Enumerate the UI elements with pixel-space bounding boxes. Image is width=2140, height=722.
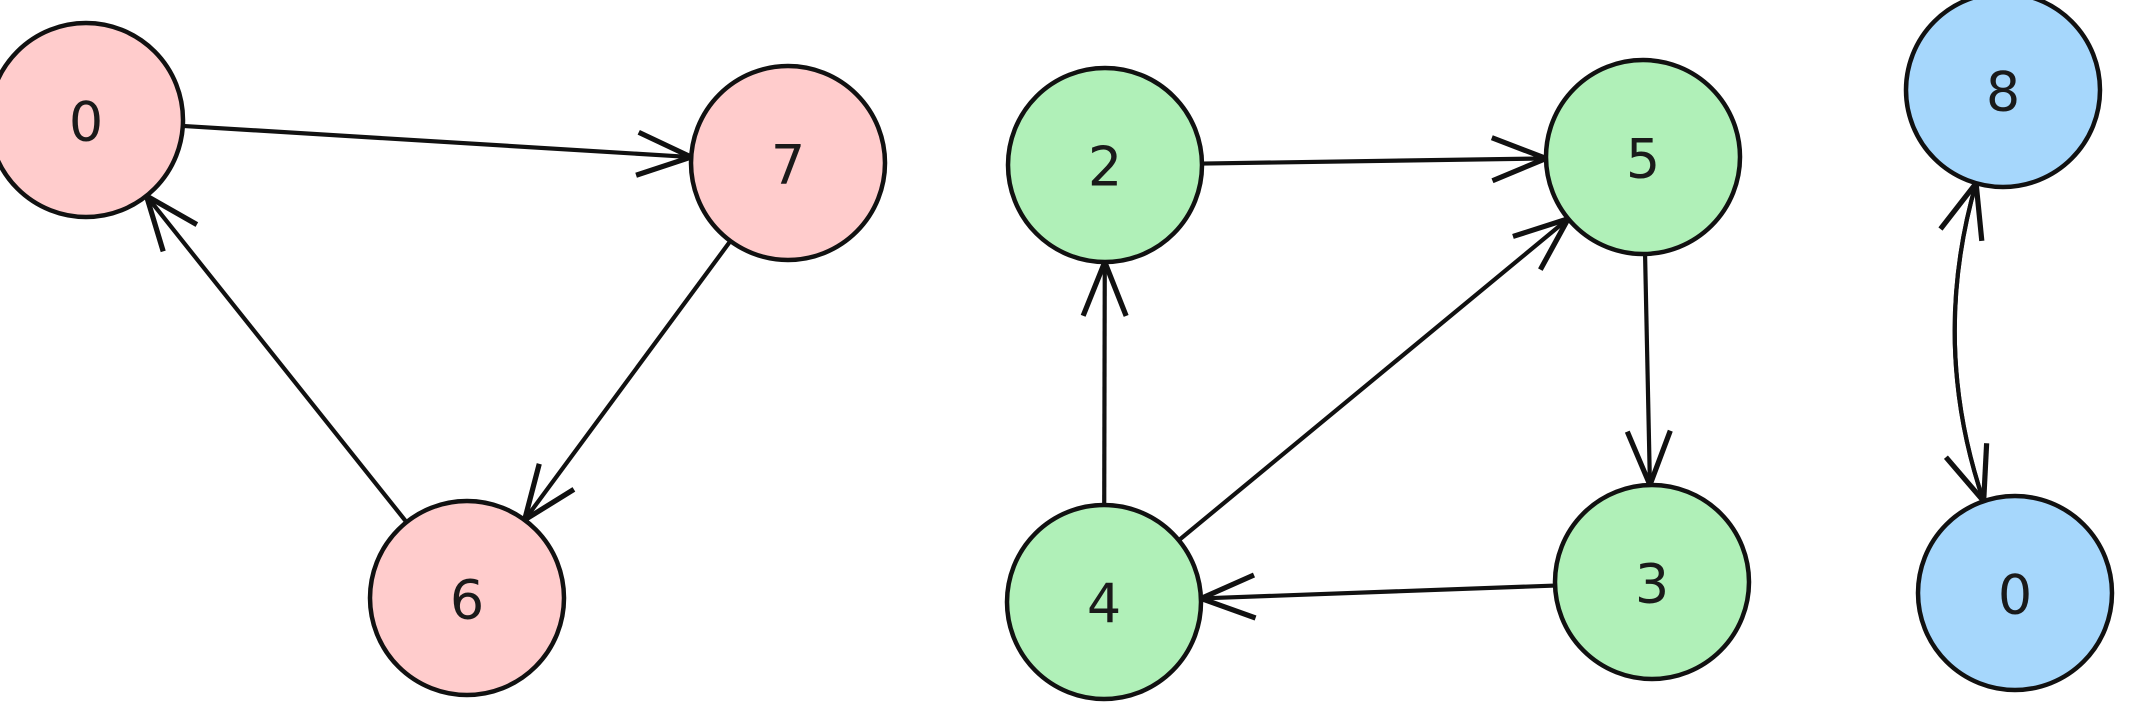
edge-7-to-6-arrowhead-barb-b [523, 487, 576, 523]
node-pink-6[interactable]: 6 [367, 498, 567, 698]
edge-5-to-3-line [1642, 253, 1653, 486]
edge-3-to-4-arrowhead-barb-a [1199, 572, 1256, 601]
edge-3-to-4-arrowhead [1199, 572, 1257, 621]
edge-4-to-5-arrowhead-barb-a [1538, 217, 1571, 271]
edge-5-to-3-arrowhead-barb-b [1647, 429, 1673, 486]
edge-4-to-2-arrowhead-barb-a [1102, 261, 1129, 317]
node-blue-8[interactable]: 8 [1903, 0, 2103, 190]
node-label-8: 8 [1986, 61, 2020, 124]
node-circle-0[interactable] [0, 20, 186, 220]
node-label-4: 4 [1087, 573, 1121, 636]
node-green-5[interactable]: 5 [1543, 57, 1743, 257]
edges-layer [143, 123, 1990, 621]
node-circle-2[interactable] [1005, 65, 1205, 265]
node-pink-0[interactable]: 0 [0, 20, 186, 220]
node-label-0: 0 [69, 91, 103, 154]
edge-6-to-0-line [144, 194, 409, 524]
edge-6-to-0-arrowhead [143, 193, 199, 253]
edge-0-to-8-arrowhead [1938, 181, 1985, 242]
edge-0-to-8-path [1952, 182, 1986, 502]
edge-2-to-5-arrowhead [1490, 135, 1548, 184]
node-circle-5[interactable] [1543, 57, 1743, 257]
edge-5-to-3-arrowhead-barb-a [1624, 430, 1653, 487]
edge-0-to-7-arrowhead-barb-b [637, 129, 693, 160]
edge-4-to-5-line [1177, 217, 1570, 542]
edge-0-to-7-line [182, 123, 692, 160]
edge-2-to-5-arrowhead-barb-b [1490, 135, 1547, 161]
node-green-3[interactable]: 3 [1552, 482, 1752, 682]
edge-4-to-2-line [1102, 261, 1107, 506]
node-blue-0[interactable]: 0 [1915, 493, 2115, 693]
edge-4-to-2-arrowhead [1080, 261, 1129, 317]
edge-3-to-4-arrowhead-barb-b [1200, 596, 1257, 621]
edge-2-to-5-arrowhead-barb-a [1491, 156, 1548, 184]
edge-7-to-6-arrowhead-barb-a [522, 463, 542, 521]
node-pink-7[interactable]: 7 [688, 63, 888, 263]
node-label-5: 5 [1626, 128, 1660, 191]
edge-6-to-0-arrowhead-barb-a [145, 193, 199, 227]
edge-4-to-5-arrowhead-barb-b [1512, 216, 1569, 239]
node-green-2[interactable]: 2 [1005, 65, 1205, 265]
edge-0-to-7-arrowhead-barb-a [635, 154, 692, 178]
node-label-3: 3 [1635, 553, 1669, 616]
node-circle-6[interactable] [367, 498, 567, 698]
node-label-6: 6 [450, 569, 484, 632]
node-circle-0[interactable] [1915, 493, 2115, 693]
edge-0-to-8-arrowhead-barb-b [1938, 181, 1979, 231]
node-circle-4[interactable] [1004, 502, 1204, 702]
edge-2-to-5-line [1201, 156, 1547, 166]
edge-4-to-2-arrowhead-barb-b [1080, 261, 1108, 317]
node-green-4[interactable]: 4 [1004, 502, 1204, 702]
edge-5-to-3-arrowhead [1624, 429, 1673, 487]
node-label-2: 2 [1088, 136, 1122, 199]
edge-8-to-0-arrowhead-barb-a [1943, 455, 1986, 503]
edge-6-to-0-arrowhead-barb-b [143, 195, 166, 253]
edge-8-to-0-arrowhead-barb-b [1981, 443, 1990, 502]
node-label-7: 7 [771, 134, 805, 197]
edge-7-to-6-arrowhead [522, 463, 576, 523]
edge-0-to-8-arrowhead-barb-a [1973, 182, 1985, 242]
node-circle-8[interactable] [1903, 0, 2103, 190]
node-circle-3[interactable] [1552, 482, 1752, 682]
edge-7-to-6-line [522, 239, 733, 522]
edge-8-to-0-arrowhead [1943, 443, 1990, 503]
edge-4-to-5-arrowhead [1512, 216, 1571, 271]
edge-0-to-7-arrowhead [635, 129, 693, 178]
nodes-layer: 0 7 6 2 5 4 3 8 0 [0, 0, 2115, 702]
node-label-0: 0 [1998, 564, 2032, 627]
node-circle-7[interactable] [688, 63, 888, 263]
edge-3-to-4-line [1200, 583, 1556, 601]
